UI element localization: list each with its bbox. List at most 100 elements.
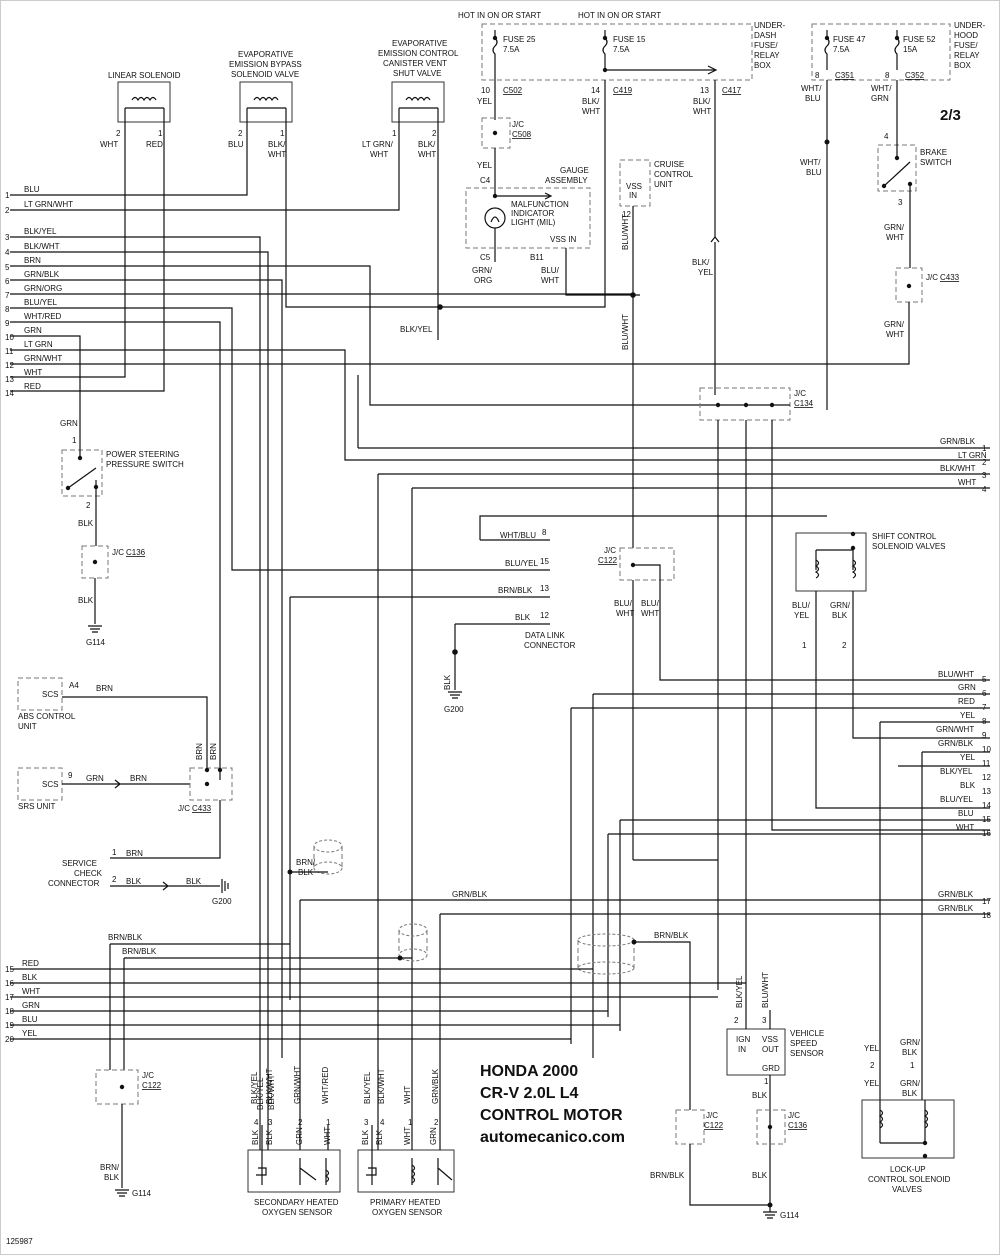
c502-label: C502 [503,86,523,95]
svg-text:WHT/RED: WHT/RED [24,312,62,321]
svg-text:SCS: SCS [42,780,58,789]
svg-text:BLU: BLU [22,1015,38,1024]
jc-c122-bottom [675,1109,705,1145]
svg-text:GRN/: GRN/ [900,1079,921,1088]
svg-text:HOOD: HOOD [954,31,978,40]
svg-text:BLK: BLK [752,1171,768,1180]
svg-text:2: 2 [238,129,243,138]
svg-text:BLK: BLK [186,877,202,886]
svg-text:8: 8 [542,528,547,537]
svg-text:16: 16 [5,979,14,988]
svg-text:BRN: BRN [130,774,147,783]
jc-c122-mid [619,547,675,581]
svg-text:BRN: BRN [24,256,41,265]
svg-text:2: 2 [5,206,10,215]
svg-text:C433: C433 [940,273,960,282]
svg-text:1: 1 [112,848,117,857]
svg-text:WHT/RED: WHT/RED [321,1066,330,1104]
svg-text:FUSE 25: FUSE 25 [503,35,536,44]
svg-text:GRN: GRN [24,326,42,335]
svg-text:BLK/YEL: BLK/YEL [940,767,973,776]
svg-text:BLU/: BLU/ [614,599,633,608]
svg-text:10: 10 [5,333,14,342]
secondary-o2-sensor [247,1149,341,1193]
svg-text:15A: 15A [903,45,918,54]
svg-text:2: 2 [116,129,121,138]
svg-text:BLK: BLK [126,877,142,886]
svg-text:4: 4 [254,1118,259,1127]
svg-text:LINEAR SOLENOID: LINEAR SOLENOID [108,71,181,80]
figure-id: 125987 [6,1237,33,1246]
svg-text:WHT: WHT [886,330,904,339]
svg-text:20: 20 [5,1035,14,1044]
svg-text:BLK: BLK [251,1129,260,1145]
svg-text:CONTROL SOLENOID: CONTROL SOLENOID [868,1175,951,1184]
svg-text:1: 1 [802,641,807,650]
svg-text:BLK: BLK [902,1089,918,1098]
svg-text:BLK: BLK [298,868,314,877]
svg-text:J/C: J/C [788,1111,800,1120]
evap-vent-label: EVAPORATIVE EMISSION CONTROL CANISTER VE… [378,39,459,78]
svg-text:RELAY: RELAY [954,51,980,60]
svg-text:BRN/: BRN/ [100,1163,120,1172]
svg-text:WHT/: WHT/ [800,158,821,167]
svg-text:IN: IN [738,1045,746,1054]
svg-text:13: 13 [982,787,991,796]
svg-text:POWER STEERING: POWER STEERING [106,450,179,459]
svg-text:8: 8 [815,71,820,80]
c352-label: C352 [905,71,925,80]
svg-text:BLK/YEL: BLK/YEL [363,1071,372,1104]
svg-text:BLU: BLU [805,94,821,103]
svg-text:1: 1 [910,1061,915,1070]
svg-text:9: 9 [68,771,73,780]
svg-text:1: 1 [5,191,10,200]
svg-text:WHT: WHT [22,987,40,996]
hot-in-on-start-label-2: HOT IN ON OR START [578,11,661,20]
page-indicator: 2/3 [940,107,961,124]
svg-text:C136: C136 [126,548,146,557]
svg-text:GRN/BLK: GRN/BLK [938,890,974,899]
svg-text:BRN: BRN [126,849,143,858]
svg-text:WHT: WHT [641,609,659,618]
svg-text:SECONDARY HEATED: SECONDARY HEATED [254,1198,339,1207]
svg-text:BLU: BLU [806,168,822,177]
yel-label-top: YEL [477,97,493,106]
fuse-47: FUSE 477.5A [824,30,866,70]
svg-text:A4: A4 [69,681,79,690]
svg-text:8: 8 [5,305,10,314]
svg-text:14: 14 [982,801,991,810]
svg-text:J/C: J/C [794,389,806,398]
svg-text:RED: RED [24,382,41,391]
ground-g114-2: G114 [115,1189,152,1198]
svg-text:3: 3 [982,471,987,480]
svg-text:YEL: YEL [477,161,493,170]
svg-text:SRS UNIT: SRS UNIT [18,802,55,811]
svg-text:12: 12 [982,773,991,782]
svg-text:BLK: BLK [832,611,848,620]
svg-text:GRN/: GRN/ [830,601,851,610]
svg-text:1: 1 [158,129,163,138]
svg-text:18: 18 [982,911,991,920]
svg-text:GRN/BLK: GRN/BLK [24,270,60,279]
svg-text:11: 11 [982,759,991,768]
svg-text:WHT: WHT [418,150,436,159]
svg-text:3: 3 [268,1118,273,1127]
svg-text:BLK: BLK [361,1129,370,1145]
svg-text:4: 4 [982,485,987,494]
svg-text:CANISTER VENT: CANISTER VENT [383,59,447,68]
svg-text:C122: C122 [142,1081,162,1090]
svg-text:BLK: BLK [78,596,94,605]
svg-text:1: 1 [326,1118,331,1127]
svg-text:GRN: GRN [60,419,78,428]
svg-text:GRN: GRN [22,1001,40,1010]
svg-text:SCS: SCS [42,690,58,699]
svg-text:BLU/YEL: BLU/YEL [940,795,973,804]
svg-text:EMISSION BYPASS: EMISSION BYPASS [229,60,302,69]
svg-text:WHT: WHT [403,1086,412,1104]
svg-text:BRN: BRN [209,743,218,760]
svg-text:BLK/WHT: BLK/WHT [24,242,60,251]
svg-text:EMISSION CONTROL: EMISSION CONTROL [378,49,459,58]
svg-text:GRN/BLK: GRN/BLK [940,437,976,446]
